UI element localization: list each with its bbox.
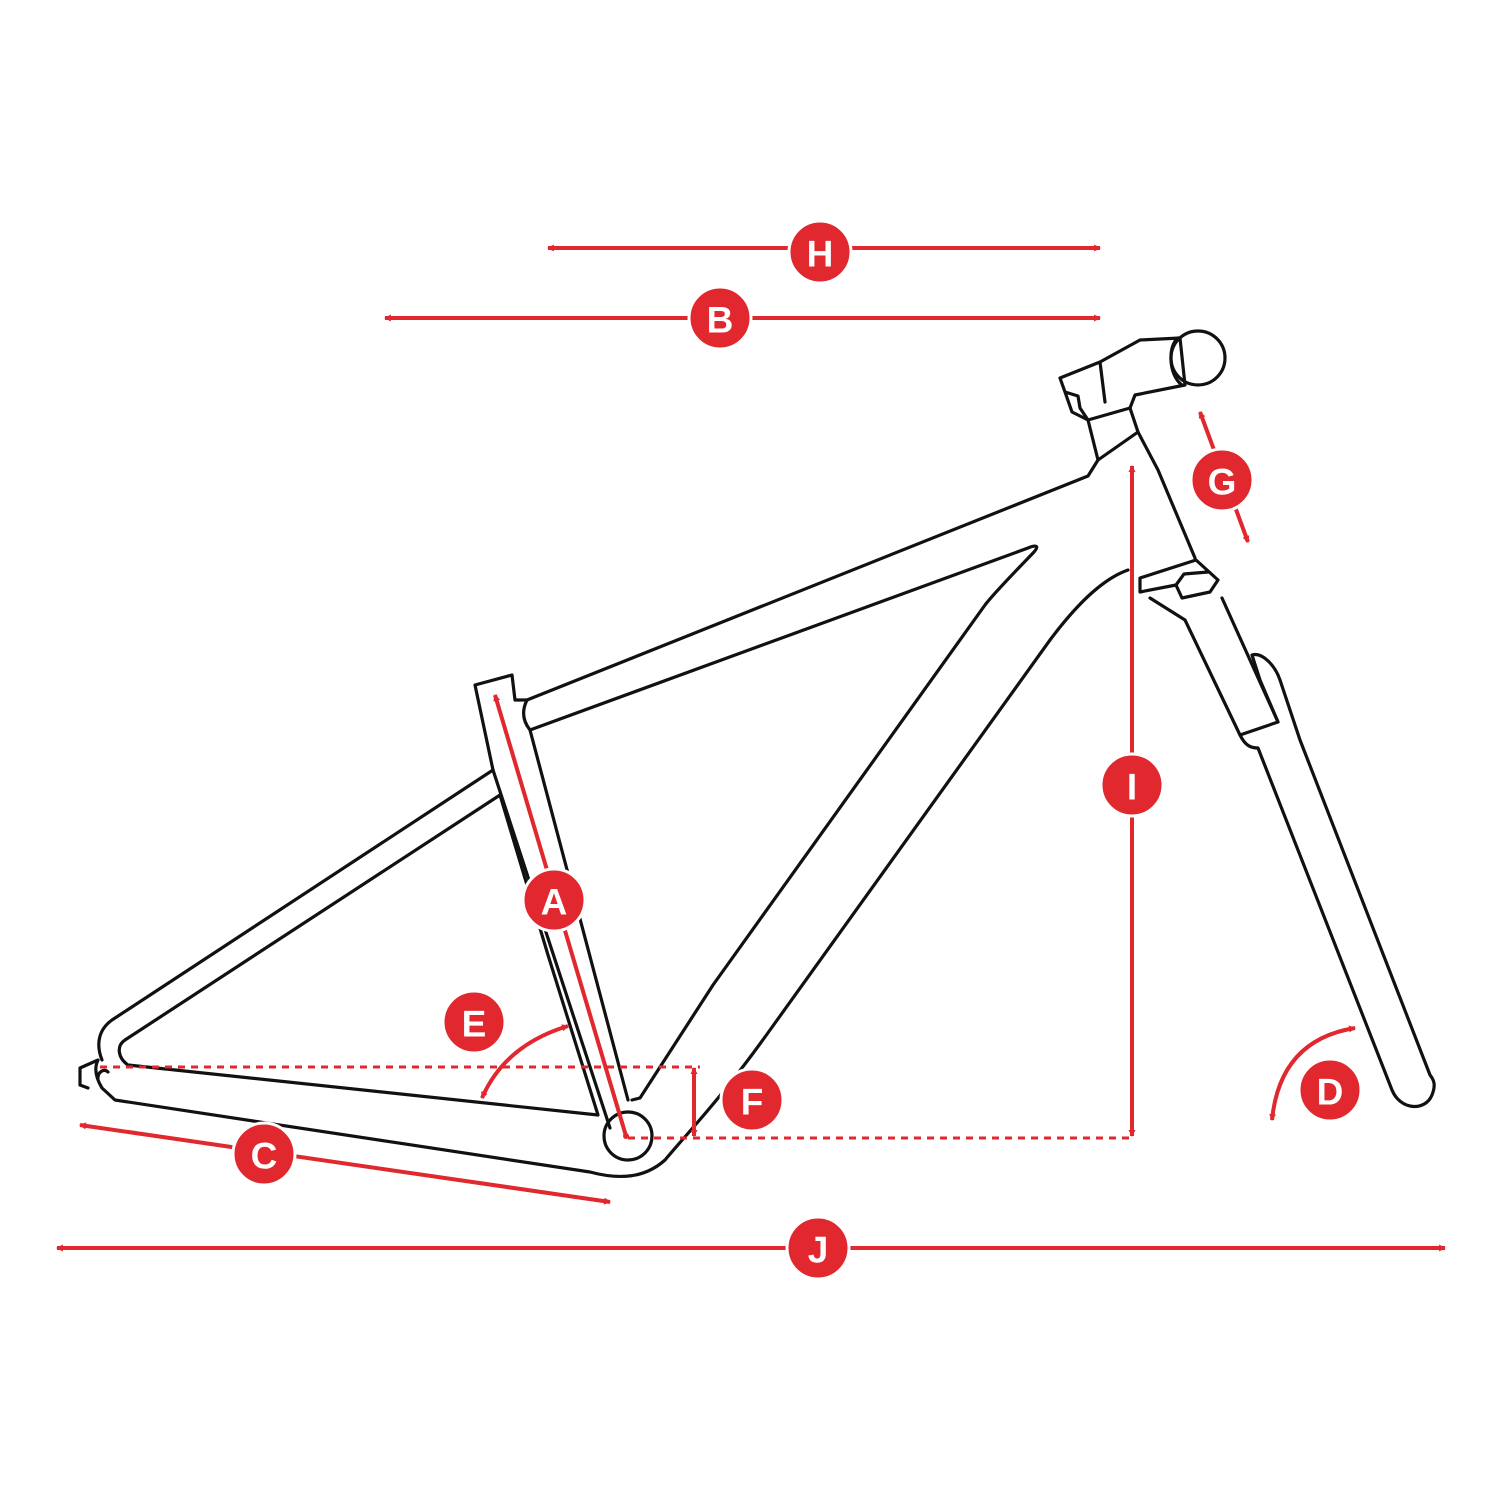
stem <box>1058 336 1187 422</box>
badge-f: F <box>719 1067 785 1133</box>
dimension-f <box>100 1065 700 1138</box>
dimension-e <box>480 1024 570 1099</box>
dimension-i <box>628 464 1136 1140</box>
badge-c: C <box>231 1121 297 1187</box>
badge-h-letter: H <box>807 234 834 275</box>
fork-crown <box>1138 558 1220 600</box>
dimension-d <box>1269 1025 1357 1122</box>
badge-c-letter: C <box>251 1136 278 1177</box>
badge-i-letter: I <box>1127 767 1137 808</box>
badge-g-letter: G <box>1208 462 1237 503</box>
badge-a-letter: A <box>541 882 568 923</box>
bike-frame-drawing <box>78 329 1436 1179</box>
stem-faceplate <box>1169 336 1184 387</box>
frame-outer-outline <box>78 430 1197 1179</box>
badge-h: H <box>787 219 853 285</box>
badge-b: B <box>687 285 753 351</box>
badge-j: J <box>785 1215 851 1281</box>
seat-tube-left <box>491 768 612 1130</box>
badge-f-letter: F <box>741 1082 764 1123</box>
dimension-d-arc <box>1269 1025 1357 1122</box>
fork-lower-leg <box>1238 653 1436 1109</box>
badge-j-letter: J <box>808 1230 829 1271</box>
head-tube-upper <box>1086 406 1140 462</box>
badge-g: G <box>1189 447 1255 513</box>
dimension-c-arrow <box>78 1122 612 1205</box>
dimension-e-arc <box>480 1024 570 1099</box>
badge-i: I <box>1099 752 1165 818</box>
badge-d: D <box>1297 1057 1363 1123</box>
fork-upper-stanchion <box>1148 596 1280 737</box>
badge-d-letter: D <box>1317 1072 1344 1113</box>
rear-triangle-inner <box>117 793 600 1117</box>
front-triangle-inner <box>528 544 1039 1102</box>
badge-e-letter: E <box>462 1004 487 1045</box>
dimension-a-endpoint <box>623 1133 629 1139</box>
dimension-c <box>78 1122 612 1205</box>
badge-a: A <box>521 867 587 933</box>
badge-e: E <box>441 989 507 1055</box>
seatstay-outer <box>97 673 529 1062</box>
badge-b-letter: B <box>707 300 734 341</box>
